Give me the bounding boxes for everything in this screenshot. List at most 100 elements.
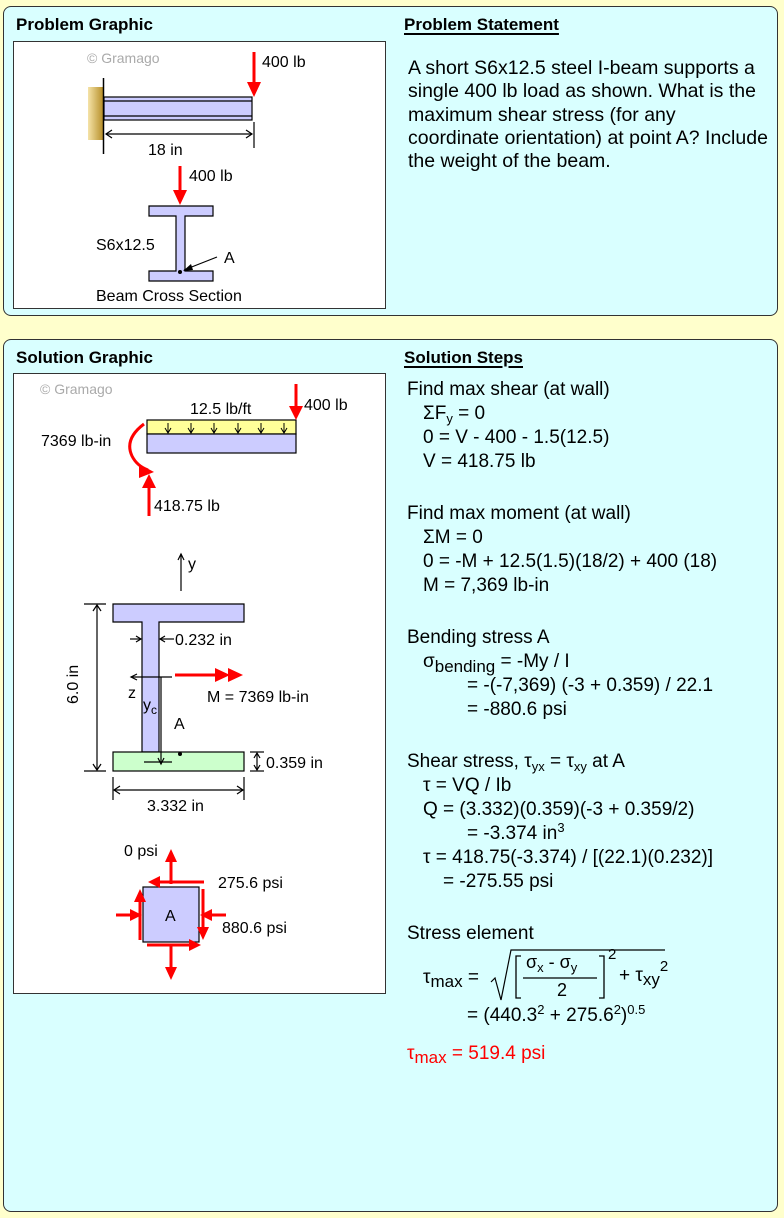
udl-arrowhead (234, 427, 242, 434)
bracket-exponent: 2 (608, 946, 617, 963)
step-title: Find max shear (at wall) (407, 379, 610, 400)
superscript: 2 (613, 1002, 621, 1017)
step-line: 0 = V - 400 - 1.5(12.5) (423, 427, 610, 448)
problem-graphic: © Gramago 400 lb 18 in 400 lb (13, 41, 386, 309)
moment-vector-head1 (215, 668, 230, 682)
dim-arrow (253, 751, 261, 759)
height-label: 6.0 in (65, 665, 82, 704)
udl-arrowhead (280, 427, 288, 434)
step-line: 0 = -M + 12.5(1.5)(18/2) + 400 (18) (423, 551, 718, 572)
udl-arrowhead (164, 427, 172, 434)
step-title: Stress element (407, 923, 534, 944)
bracket-right (599, 955, 605, 999)
step-title: Bending stress A (407, 627, 550, 648)
step-line: ΣFy = 0 (407, 402, 717, 426)
step-moment: Find max moment (at wall) ΣM = 0 0 = -M … (407, 502, 717, 598)
fbd-beam (146, 433, 297, 454)
subscript: bending (434, 657, 496, 676)
step-line: = -(-7,369) (-3 + 0.359) / 22.1 (467, 675, 714, 696)
step-line: = -880.6 psi (467, 699, 567, 720)
udl-arrowhead (187, 427, 195, 434)
dim-arrow (135, 635, 143, 643)
dim-arrow (92, 763, 102, 772)
text: ΣF (423, 403, 447, 424)
beam (103, 96, 253, 121)
text: τ (407, 1043, 415, 1064)
final-answer: τmax = 519.4 psi (407, 1042, 717, 1066)
subscript: xy (573, 759, 587, 774)
reaction-label: 418.75 lb (154, 498, 220, 515)
fraction-denominator: 2 (557, 980, 568, 1000)
i-beam-section (148, 205, 214, 282)
point-load-label: 400 lb (304, 397, 348, 414)
moment-vector-head2 (228, 668, 243, 682)
sigma-x-label: 880.6 psi (222, 920, 287, 937)
section-load-arrowhead (173, 190, 187, 205)
tau-max-formula: τmax = σx - σy 2 2 + τxy2 (407, 946, 717, 1002)
arrowhead (189, 939, 201, 951)
text: - σ (543, 952, 571, 972)
point-a-label: A (174, 716, 185, 733)
text: = 0 (452, 403, 486, 424)
sigma-y-label: 0 psi (124, 843, 158, 860)
superscript: 2 (659, 958, 669, 975)
udl-arrowhead (210, 427, 218, 434)
problem-diagram: © Gramago 400 lb 18 in 400 lb (87, 50, 306, 305)
solution-graphic-title: Solution Graphic (16, 348, 153, 367)
dim-arrow (253, 764, 261, 772)
radical (490, 949, 665, 1001)
element-label: A (165, 908, 176, 925)
stress-element (142, 886, 200, 943)
flange-thickness-label: 0.359 in (266, 755, 323, 772)
text: Shear stress, τ (407, 751, 532, 772)
step-line: = -275.55 psi (443, 871, 554, 892)
subscript: xy (642, 970, 660, 989)
subscript: yx (531, 759, 545, 774)
superscript: 2 (537, 1002, 545, 1017)
problem-graphic-title: Problem Graphic (16, 15, 153, 34)
step-line: = -3.374 in3 (407, 821, 717, 846)
arrowhead (134, 889, 146, 902)
step-line: τ = VQ / Ib (423, 775, 512, 796)
text: = 519.4 psi (446, 1043, 546, 1064)
y-axis-label: y (188, 556, 196, 573)
problem-statement-title: Problem Statement (404, 15, 559, 34)
moment-arrowhead (139, 464, 154, 478)
length-label: 18 in (148, 142, 183, 159)
z-axis-label: z (128, 685, 136, 702)
text: at A (586, 751, 625, 772)
superscript: 0.5 (627, 1002, 646, 1017)
dim-arrow (245, 129, 254, 139)
solution-graphic: © Gramago 12.5 lb/ft 400 lb 7369 lb-in (13, 373, 386, 994)
text: ) (620, 1005, 628, 1026)
point-a-marker (178, 270, 182, 274)
z-axis-arrowhead (129, 673, 138, 681)
dim-arrow (92, 603, 102, 612)
moment-arrow (128, 422, 149, 472)
subscript: y (446, 411, 453, 426)
step-line: τ = 418.75(-3.374) / [(22.1)(0.232)] (423, 847, 714, 868)
text: = -3.374 in (467, 823, 558, 844)
web-thickness-label: 0.232 in (175, 632, 232, 649)
problem-panel: Problem Graphic Problem Statement © Gram… (3, 6, 778, 316)
bottom-flange (112, 751, 245, 772)
dim-arrow (157, 757, 165, 766)
step-line: Q = (3.332)(0.359)(-3 + 0.359/2) (423, 799, 695, 820)
step-line: ΣM = 0 (423, 527, 483, 548)
section-name: S6x12.5 (96, 237, 155, 254)
subscript: x (537, 960, 544, 975)
tau-label: 275.6 psi (218, 875, 283, 892)
point-load-arrowhead (289, 406, 303, 420)
arrowhead (130, 909, 142, 921)
step-title: Find max moment (at wall) (407, 503, 631, 524)
section-load-label: 400 lb (189, 168, 233, 185)
tau-xy-term: + τxy2 (619, 959, 668, 989)
step-stress-element: Stress element τmax = σx - σy 2 2 + τxy2… (407, 922, 717, 1066)
watermark: © Gramago (40, 381, 113, 397)
yc-label: yc (143, 697, 157, 717)
dim-arrow (236, 785, 245, 795)
step-line: = (440.32 + 275.62)0.5 (407, 1002, 717, 1028)
step-shear: Find max shear (at wall) ΣFy = 0 0 = V -… (407, 378, 717, 474)
flange-width-label: 3.332 in (147, 798, 204, 815)
leader-arrowhead (183, 264, 193, 271)
